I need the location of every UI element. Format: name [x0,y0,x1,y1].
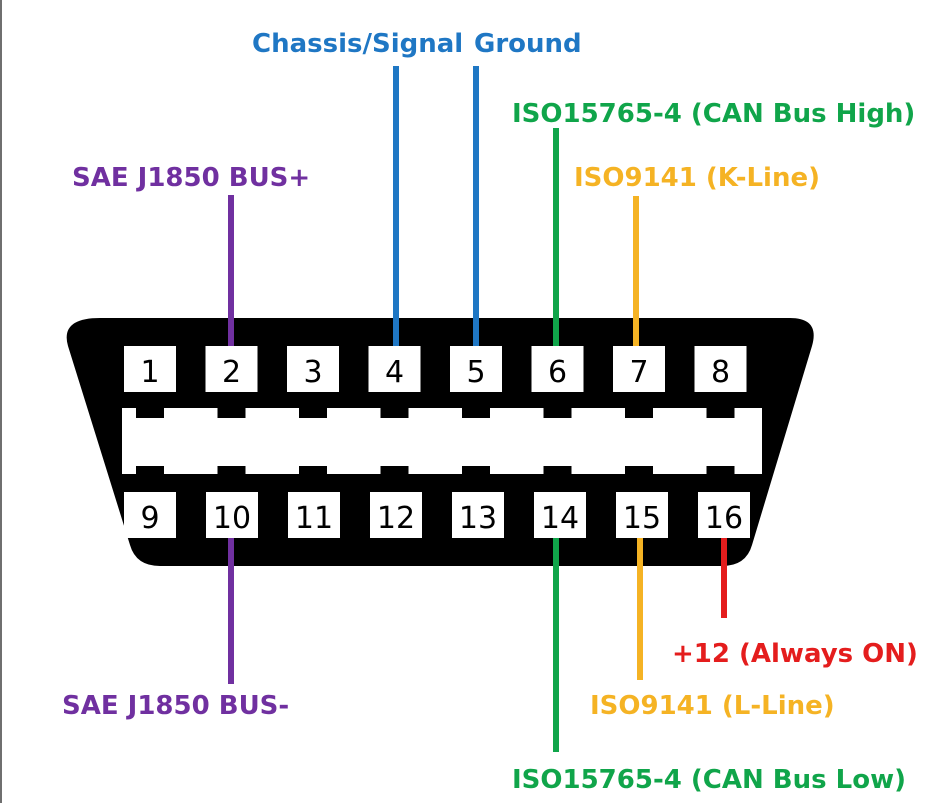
notch-bottom-3 [299,466,327,488]
pin-box-11 [288,492,340,538]
pin-number-11: 11 [295,501,333,536]
pin-box-8 [694,346,747,392]
pin-box-10 [206,492,258,538]
pin-box-5 [450,346,502,392]
pin-number-2: 2 [222,355,241,390]
pin-number-15: 15 [623,501,661,536]
pin-box-12 [370,492,422,538]
pin-box-13 [452,492,504,538]
pin-box-15 [616,492,668,538]
pin-box-4 [368,346,421,392]
label-can-high: ISO15765-4 (CAN Bus High) [512,99,915,129]
label-chassis-ground: Chassis/Signal [252,29,463,59]
pin-number-12: 12 [377,501,415,536]
notch-top-1 [136,396,164,418]
pin-box-2 [205,346,258,392]
left-border [0,0,2,803]
pin-number-4: 4 [385,355,404,390]
notch-top-4 [380,396,409,418]
notch-top-6 [543,396,572,418]
notch-bottom-5 [462,466,490,488]
pin-number-6: 6 [548,355,567,390]
pin-box-3 [287,346,339,392]
notch-top-7 [625,396,653,418]
pin-number-9: 9 [140,501,159,536]
pin-number-13: 13 [459,501,497,536]
notch-bottom-2 [217,466,246,488]
pin-number-5: 5 [466,355,485,390]
pin-number-10: 10 [213,501,251,536]
notch-bottom-6 [543,466,572,488]
notch-top-2 [217,396,246,418]
label-signal-ground: Ground [474,29,582,59]
pin-box-7 [613,346,665,392]
label-l-line: ISO9141 (L-Line) [590,691,835,721]
label-j1850-minus: SAE J1850 BUS- [62,691,289,721]
pin-number-8: 8 [711,355,730,390]
pin-box-9 [124,492,176,538]
connector-channel [122,408,762,474]
notch-bottom-8 [706,466,735,488]
label-k-line: ISO9141 (K-Line) [574,163,820,193]
pin-box-16 [698,492,750,538]
pin-number-3: 3 [303,355,322,390]
pin-number-16: 16 [705,501,743,536]
notch-bottom-7 [625,466,653,488]
notch-top-8 [706,396,735,418]
pin-number-1: 1 [140,355,159,390]
notch-bottom-4 [380,466,409,488]
label-plus12: +12 (Always ON) [672,639,918,669]
pin-box-6 [531,346,584,392]
notch-bottom-1 [136,466,164,488]
notch-top-3 [299,396,327,418]
notch-top-5 [462,396,490,418]
label-can-low: ISO15765-4 (CAN Bus Low) [512,765,906,795]
label-j1850-plus: SAE J1850 BUS+ [72,163,310,193]
pin-number-7: 7 [629,355,648,390]
pin-box-14 [534,492,586,538]
pin-box-1 [124,346,176,392]
pin-number-14: 14 [541,501,579,536]
